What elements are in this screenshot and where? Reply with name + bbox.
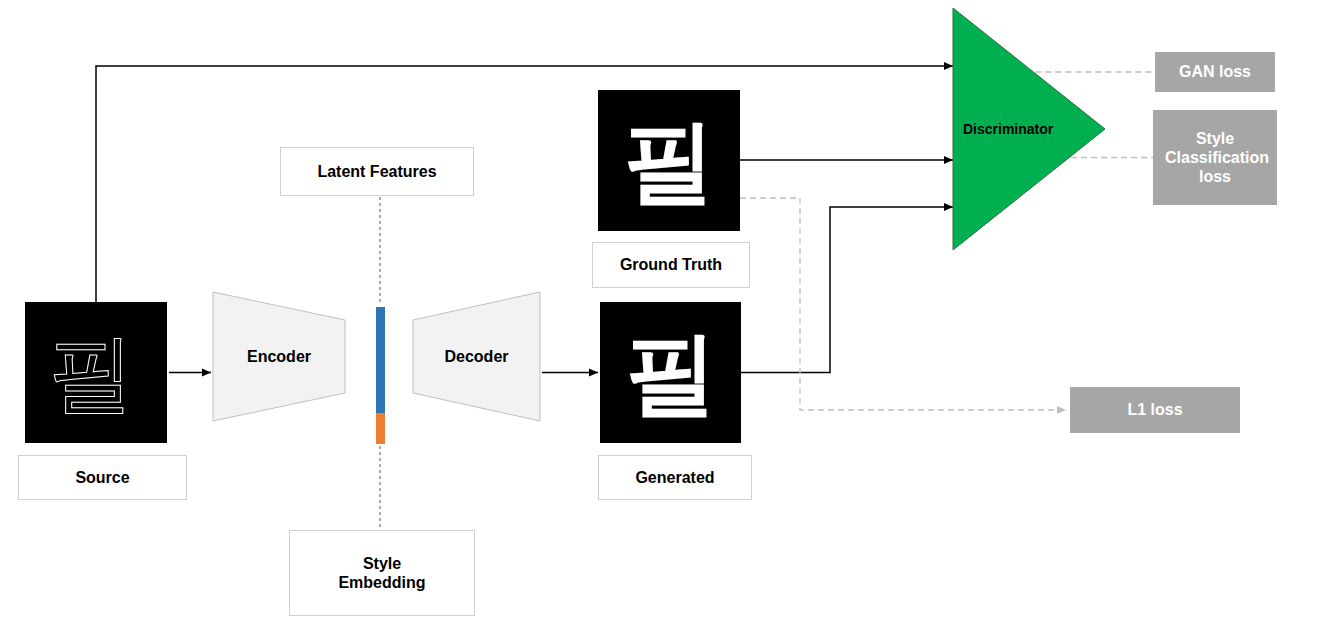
node-label: Generated xyxy=(635,468,714,487)
glyph: 필 xyxy=(48,330,134,416)
dashed-connector xyxy=(1035,71,1155,72)
loss-box: Style Classification loss xyxy=(1153,110,1277,205)
glyph-image: 필 xyxy=(25,302,167,443)
caption-box: Latent Features xyxy=(280,147,474,196)
loss-box: L1 loss xyxy=(1070,387,1240,433)
loss-box: GAN loss xyxy=(1155,52,1275,92)
latent-feature-bar xyxy=(376,307,385,413)
arrow-connector xyxy=(740,159,953,161)
arrow-connector xyxy=(741,207,953,373)
glyph-image: 필 xyxy=(598,90,740,231)
glyph: 필 xyxy=(623,115,715,207)
caption-box: Ground Truth xyxy=(592,242,750,288)
node-label: Encoder xyxy=(247,348,311,366)
arrow-connector xyxy=(169,372,211,374)
node-label: Discriminator xyxy=(963,121,1053,137)
glyph: 필 xyxy=(625,327,717,419)
arrow-connector xyxy=(542,372,598,374)
arrow-connector xyxy=(96,66,953,302)
caption-box: Style Embedding xyxy=(289,530,475,616)
node-label: Style Classification loss xyxy=(1165,129,1265,187)
style-embedding-bar xyxy=(376,413,385,444)
decoder-trapezoid: Decoder xyxy=(413,292,540,421)
leader-line xyxy=(380,197,381,305)
dashed-connector xyxy=(1071,157,1153,158)
node-label: Decoder xyxy=(444,348,508,366)
node-label: L1 loss xyxy=(1127,400,1182,419)
leader-line xyxy=(380,446,381,529)
encoder-trapezoid: Encoder xyxy=(213,292,345,421)
caption-box: Source xyxy=(18,455,187,500)
node-label: Latent Features xyxy=(317,162,436,181)
discriminator-triangle: Discriminator xyxy=(953,8,1105,250)
glyph-image: 필 xyxy=(600,302,741,443)
caption-box: Generated xyxy=(598,455,752,500)
node-label: Source xyxy=(75,468,129,487)
dashed-connector xyxy=(740,198,1066,410)
node-label: Ground Truth xyxy=(620,255,722,274)
node-label: GAN loss xyxy=(1179,62,1251,81)
node-label: Style Embedding xyxy=(332,554,432,592)
